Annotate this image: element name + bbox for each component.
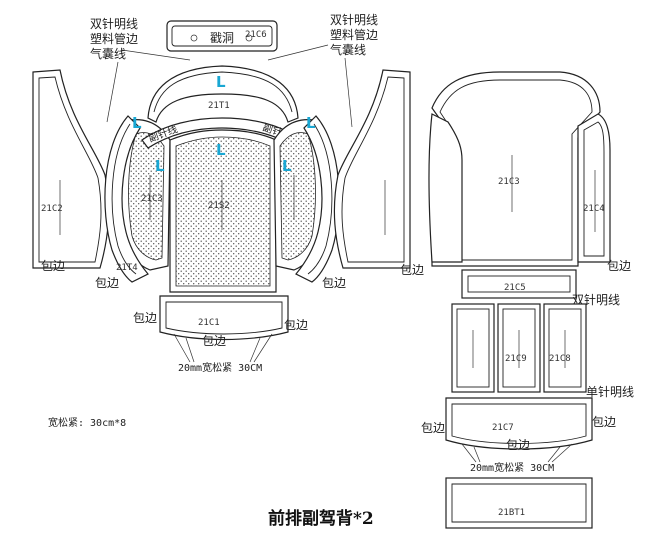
double-stitch-right: 双针明线 (572, 292, 620, 307)
piece-21t1: L 21T1 (147, 65, 299, 123)
code-21c9: 21C9 (505, 354, 527, 364)
wrap-c7-left: 包边 (421, 421, 445, 435)
mark-l-s2: L (216, 141, 226, 159)
callout-right-top: 双针明线 塑料管边 气囊线 (267, 12, 378, 128)
wrap-c4-left: 包边 (400, 263, 424, 277)
piece-21s2: L 21S2 (169, 129, 277, 293)
code-21c3-left: 21C3 (141, 194, 163, 204)
code-21t1: 21T1 (208, 101, 230, 111)
wrap-c2: 包边 (41, 259, 65, 273)
piece-right-bolster: L (273, 119, 326, 271)
piece-21c9-group: 21C9 21C8 (451, 303, 587, 393)
mark-l-t4: L (132, 114, 142, 132)
piece-21c3-right: 21C3 (431, 71, 601, 267)
c6-hole-text: 戳洞 (210, 31, 234, 45)
piece-21c6: 戳洞 21C6 (166, 20, 278, 52)
wrap-right-front: 包边 (322, 276, 346, 290)
piece-middle-wing: 包边 (333, 69, 424, 277)
code-21c7: 21C7 (492, 423, 514, 433)
code-21t4: 21T4 (116, 263, 138, 273)
mark-l-right-strip: L (306, 114, 316, 132)
code-21s2: 21S2 (208, 201, 230, 211)
callout-left-top: 双针明线 塑料管边 气囊线 (90, 16, 191, 123)
mark-l-t1: L (216, 73, 226, 91)
callout-left-1: 双针明线 (90, 16, 138, 31)
single-stitch-right: 单针明线 (586, 384, 634, 399)
callout-right-3: 气囊线 (330, 42, 366, 57)
elastic-right: 20mm宽松紧 30CM (470, 461, 554, 474)
code-21bt1: 21BT1 (498, 508, 525, 518)
code-21c2: 21C2 (41, 204, 63, 214)
elastic-left: 20mm宽松紧 30CM (178, 361, 262, 374)
piece-21t4: 21T4 包边 L (95, 114, 149, 290)
piece-21c3-left: 21C3 L (118, 119, 171, 271)
piece-21bt1: 21BT1 (445, 477, 593, 529)
code-21c8: 21C8 (549, 354, 571, 364)
mark-l-c3-left: L (155, 157, 165, 175)
wrap-c4: 包边 (607, 259, 631, 273)
piece-right-left-wing (428, 113, 463, 263)
wrap-c7-right: 包边 (592, 415, 616, 429)
piece-21c7: 单针明线 21C7 包边 包边 包边 20mm宽松紧 30CM (421, 384, 634, 474)
wrap-c1-right: 包边 (284, 318, 308, 332)
callout-right-2: 塑料管边 (330, 27, 378, 42)
code-21c3-right: 21C3 (498, 177, 520, 187)
callout-left-2: 塑料管边 (90, 31, 138, 46)
wrap-c1-left: 包边 (133, 311, 157, 325)
wrap-c7-bottom: 包边 (506, 438, 530, 452)
wrap-t4: 包边 (95, 276, 119, 290)
mark-l-right-bolster: L (282, 157, 292, 175)
elastic-note: 宽松紧: 30cm*8 (48, 416, 126, 429)
code-21c4: 21C4 (583, 204, 605, 214)
piece-21c1: 21C1 包边 包边 包边 20mm宽松紧 30CM (133, 295, 308, 374)
callout-left-3: 气囊线 (90, 46, 126, 61)
diagram-title: 前排副驾背*2 (268, 508, 374, 529)
code-21c5: 21C5 (504, 283, 526, 293)
code-21c6: 21C6 (245, 30, 267, 40)
callout-right-1: 双针明线 (330, 12, 378, 27)
code-21c1: 21C1 (198, 318, 220, 328)
wrap-c1-bottom: 包边 (202, 334, 226, 348)
piece-21c2: 21C2 包边 (32, 69, 110, 273)
piece-21c5: 21C5 双针明线 (461, 269, 620, 307)
piece-21c4: 21C4 包边 (577, 113, 631, 273)
